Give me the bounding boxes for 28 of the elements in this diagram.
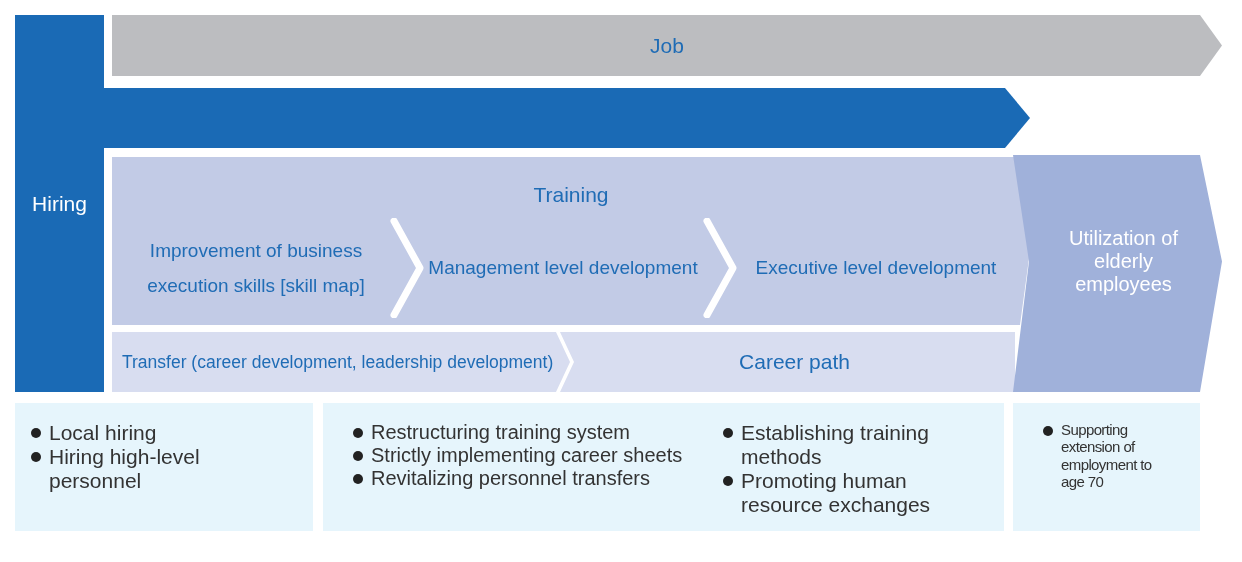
label-text: Transfer (career development, leadership development) <box>122 350 554 374</box>
list-item: Establishing training methods <box>741 421 930 470</box>
chevron-arrow <box>703 217 737 319</box>
chevron-band <box>1013 155 1222 392</box>
label-text: Utilization of elderly employees <box>1068 227 1179 296</box>
list-item: Promoting human resource exchanges <box>741 469 932 518</box>
info-panel <box>323 403 1004 531</box>
chevron-arrow <box>389 217 424 319</box>
list-item: Restructuring training system <box>371 421 630 444</box>
label-text: Career path <box>739 349 850 376</box>
label-text: Executive level development <box>755 256 997 281</box>
info-panel <box>15 403 313 531</box>
hiring-band <box>15 15 104 392</box>
arrow-banner <box>112 15 1222 76</box>
list-item: Supporting extension of employment to age 70 <box>1061 421 1153 490</box>
chevron-band <box>112 157 1030 325</box>
list-item: Revitalizing personnel transfers <box>371 467 651 490</box>
label-text: Management level development <box>428 256 698 281</box>
list-item: Local hiring <box>49 421 157 446</box>
chevron-band <box>112 332 570 392</box>
notched-band <box>560 332 1015 392</box>
label-text: Improvement of business execution skills [skill map] <box>146 238 366 298</box>
list-item: Strictly implementing career sheets <box>371 444 683 467</box>
info-panel <box>1013 403 1200 531</box>
list-item: Hiring high-level personnel <box>49 445 201 494</box>
label-text: Hiring <box>32 190 87 217</box>
heading-text: Training <box>532 182 610 208</box>
label-text: Job <box>650 32 684 59</box>
